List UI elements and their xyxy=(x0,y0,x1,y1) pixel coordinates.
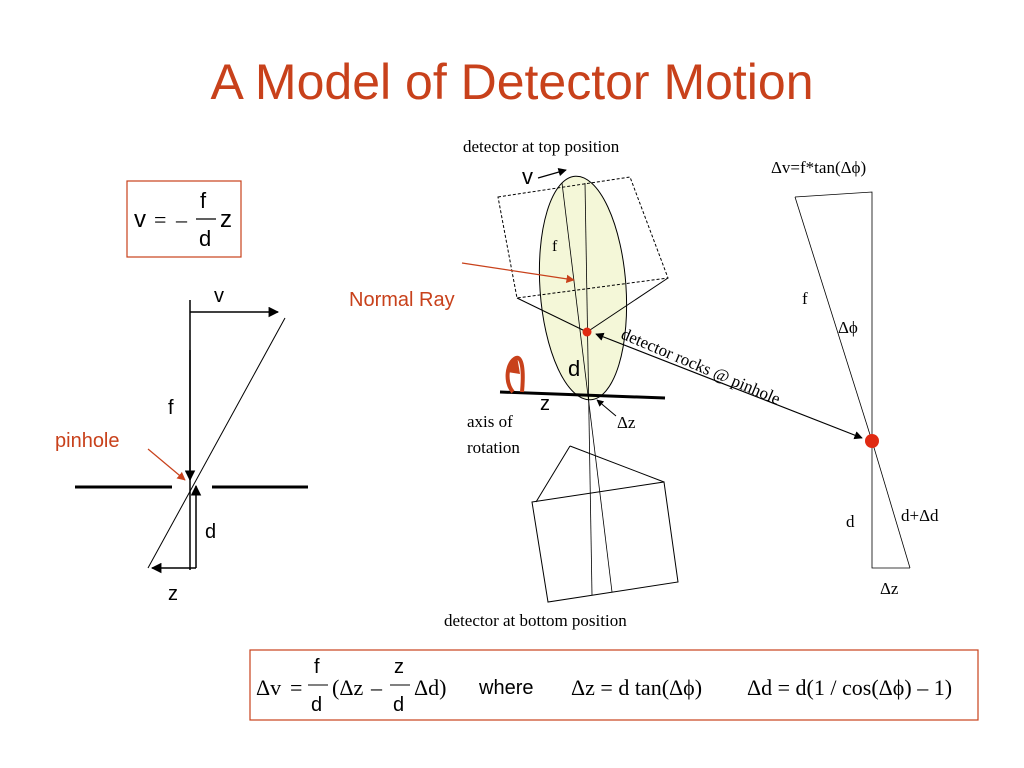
bottom-caption: detector at bottom position xyxy=(444,611,627,630)
formula-den: d xyxy=(199,226,211,251)
rocks-arrow xyxy=(595,332,863,440)
bottom-formula-border xyxy=(249,649,979,721)
left-z-label: z xyxy=(168,583,178,605)
formula-rhs: z xyxy=(220,206,232,233)
center-dz-pointer xyxy=(596,399,617,417)
bottom-dd-equation: Δd = d(1 / cos(Δϕ) – 1) xyxy=(747,675,952,700)
formula-box-border xyxy=(126,180,242,258)
right-upper-triangle xyxy=(794,191,873,441)
formula-num: f xyxy=(200,188,207,213)
bottom-paren-close: Δd) xyxy=(414,675,446,700)
bottom-minus: – xyxy=(370,675,383,700)
right-dv-formula: Δv=f*tan(Δϕ) xyxy=(771,158,866,177)
right-f-label: f xyxy=(802,289,808,308)
center-v-label: v xyxy=(522,164,533,189)
top-caption: detector at top position xyxy=(463,137,620,156)
bottom-detector-edge-1 xyxy=(535,445,571,503)
right-upper-slant xyxy=(794,196,873,442)
formula-lhs: v xyxy=(134,206,146,233)
formula-minus: – xyxy=(175,207,188,232)
bottom-dv: Δv xyxy=(256,675,281,700)
center-d-label: d xyxy=(568,356,580,381)
right-lower-slant xyxy=(871,440,911,569)
center-z-label: z xyxy=(540,393,550,415)
slide-title: A Model of Detector Motion xyxy=(210,54,814,110)
detector-ellipse xyxy=(538,175,628,401)
bottom-paren-open: (Δz xyxy=(332,675,363,700)
bottom-f-den: d xyxy=(311,694,322,716)
right-lower-triangle xyxy=(871,441,910,569)
axis-label-1: axis of xyxy=(467,412,513,431)
formula-box: v = – f d z xyxy=(126,180,242,258)
top-detector-edge-1 xyxy=(516,297,588,333)
bottom-formula: Δv = f d (Δz – z d Δd) where Δz = d tan(… xyxy=(249,649,979,721)
center-pivot-dot xyxy=(582,327,592,337)
axis-label-2: rotation xyxy=(467,438,520,457)
right-diagram: Δv=f*tan(Δϕ) f Δϕ d d+Δd Δz xyxy=(771,158,939,598)
bottom-detector-box xyxy=(531,481,679,603)
center-ray-2 xyxy=(584,182,593,596)
right-dz-label: Δz xyxy=(880,579,899,598)
normal-ray-pointer xyxy=(461,262,575,284)
top-detector-edge-2 xyxy=(586,277,669,333)
bottom-z-num: z xyxy=(394,656,404,678)
right-d-label: d xyxy=(846,512,855,531)
formula-eq: = xyxy=(154,207,166,232)
rotation-arrow-head xyxy=(507,356,520,374)
bottom-z-den: d xyxy=(393,694,404,716)
left-f-label: f xyxy=(168,397,174,419)
center-diagram: detector at top position detector at bot… xyxy=(349,137,863,630)
center-dz-label: Δz xyxy=(617,413,636,432)
right-dphi-label: Δϕ xyxy=(838,318,858,337)
pinhole-label: pinhole xyxy=(55,430,120,452)
right-pivot-dot xyxy=(865,434,879,448)
bottom-eq: = xyxy=(290,675,302,700)
left-ray-line xyxy=(147,317,286,569)
bottom-f-num: f xyxy=(314,656,320,678)
left-diagram: v f d z pinhole xyxy=(55,285,308,605)
left-v-label: v xyxy=(214,285,224,307)
center-ray-1 xyxy=(561,182,613,593)
center-f-label: f xyxy=(552,238,558,255)
center-v-pointer xyxy=(537,168,567,179)
pinhole-pointer xyxy=(147,448,186,481)
bottom-dz-equation: Δz = d tan(Δϕ) xyxy=(571,675,702,700)
bottom-where: where xyxy=(478,677,533,699)
normal-ray-label: Normal Ray xyxy=(349,289,455,311)
left-d-label: d xyxy=(205,521,216,543)
right-dd-label: d+Δd xyxy=(901,506,939,525)
bottom-detector-edge-2 xyxy=(569,445,665,483)
